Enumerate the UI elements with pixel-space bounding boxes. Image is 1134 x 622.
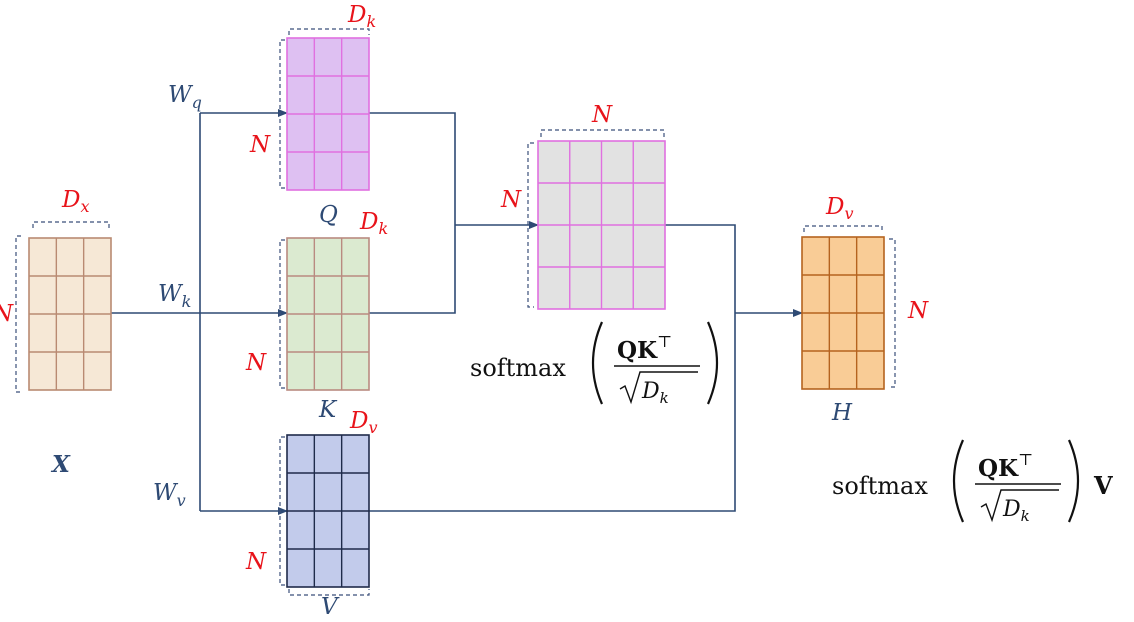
attn-left-paren	[591, 321, 604, 405]
h-matrix	[801, 236, 885, 390]
attn-dim-top-label: N	[591, 102, 613, 128]
out-numerator: QK⊤	[978, 450, 1033, 482]
v-output-line	[369, 313, 736, 512]
q-side-bracket	[279, 39, 285, 189]
attention-formula: softmax QK⊤ Dk	[470, 321, 719, 407]
wv-label: Wv	[153, 480, 186, 510]
k-dim-top-label: Dk	[359, 209, 388, 238]
h-dim-side-label: N	[907, 298, 929, 324]
q-dim-side-label: N	[249, 132, 271, 158]
k-dim-side-label: N	[245, 350, 267, 376]
out-softmax-label: softmax	[832, 472, 928, 500]
x-side-bracket	[15, 235, 21, 393]
out-sqrt-sign	[980, 489, 1059, 523]
attn-right-paren	[706, 321, 719, 405]
attn-dim-side-label: N	[500, 187, 522, 213]
out-left-paren	[952, 439, 965, 523]
attn-sqrt-sign	[619, 371, 698, 405]
q-name-label: Q	[319, 202, 338, 228]
v-side-bracket	[279, 436, 285, 586]
k-matrix	[286, 237, 370, 391]
v-dim-side-label: N	[245, 549, 267, 575]
h-name-label: H	[831, 400, 853, 426]
x-dim-side-label: N	[0, 301, 14, 327]
h-side-bracket	[889, 238, 896, 388]
q-output-line	[369, 112, 456, 225]
attention-matrix	[537, 140, 666, 310]
q-dim-top-label: Dk	[347, 2, 376, 31]
x-matrix	[28, 237, 112, 391]
x-dim-top-label: Dx	[61, 187, 89, 216]
out-denominator: Dk	[1002, 497, 1030, 525]
k-name-label: K	[318, 397, 338, 423]
v-name-label: V	[321, 594, 340, 620]
attn-side-bracket	[527, 142, 534, 308]
wk-label: Wk	[158, 281, 191, 311]
q-top-bracket	[288, 28, 370, 35]
h-top-bracket	[803, 225, 883, 232]
attn-softmax-label: softmax	[470, 354, 566, 382]
v-bottom-bracket	[288, 589, 370, 596]
q-matrix	[286, 37, 370, 191]
attn-denominator: Dk	[641, 379, 669, 407]
x-name-label: X	[50, 451, 71, 478]
wq-label: Wq	[168, 82, 202, 112]
output-formula: softmax QK⊤ Dk V	[832, 439, 1113, 525]
attn-numerator: QK⊤	[617, 332, 672, 364]
h-dim-top-label: Dv	[825, 194, 854, 223]
attn-top-bracket	[540, 129, 665, 137]
k-side-bracket	[279, 239, 285, 389]
out-v-label: V	[1093, 471, 1113, 500]
attn-output-line	[665, 224, 736, 313]
x-top-bracket	[32, 221, 110, 228]
v-dim-top-label: Dv	[349, 408, 378, 437]
v-matrix	[286, 434, 370, 588]
out-right-paren	[1067, 439, 1080, 523]
k-output-line	[369, 225, 456, 314]
